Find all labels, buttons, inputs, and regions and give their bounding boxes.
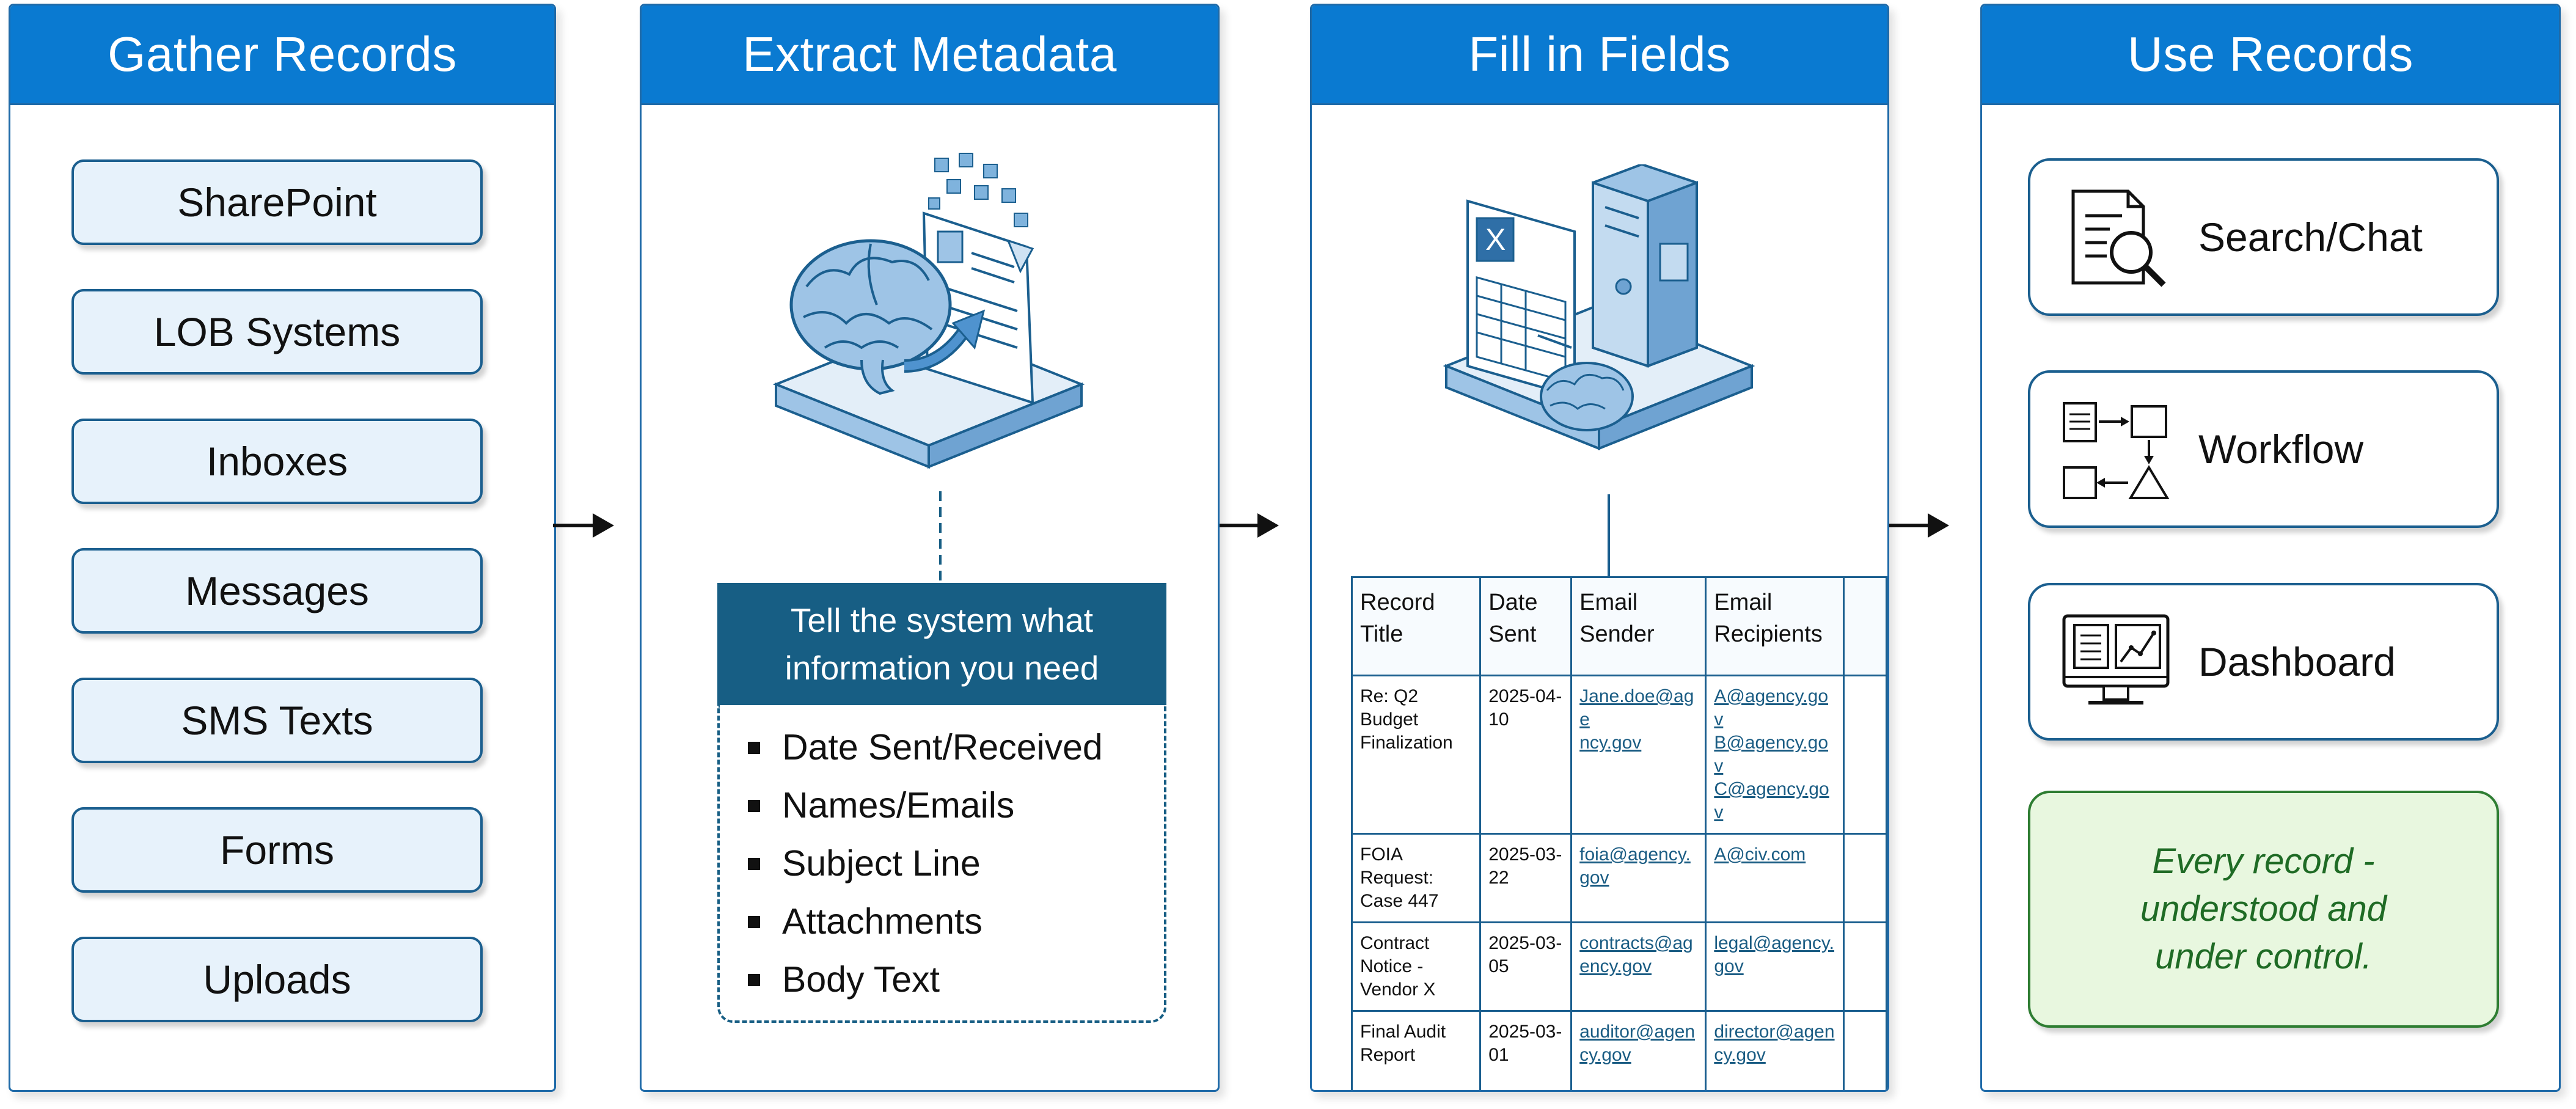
instruction-line-1: Tell the system what bbox=[790, 601, 1094, 639]
gather-records-panel: Gather Records SharePoint LOB Systems In… bbox=[9, 4, 556, 1092]
list-item: Body Text bbox=[748, 951, 1164, 1009]
use-records-panel: Use Records Search/Chat Workflow bbox=[1980, 4, 2561, 1092]
source-lob-systems[interactable]: LOB Systems bbox=[71, 289, 483, 375]
bullet-icon bbox=[748, 799, 760, 812]
cell-empty bbox=[1843, 1010, 1887, 1090]
list-item: Date Sent/Received bbox=[748, 719, 1164, 777]
bullet-icon bbox=[748, 857, 760, 870]
dashboard-icon bbox=[2062, 614, 2170, 705]
cell-empty bbox=[1843, 833, 1887, 923]
spreadsheet-server-illustration: X bbox=[1443, 164, 1755, 450]
search-document-icon bbox=[2071, 189, 2166, 287]
field-names: Names/Emails bbox=[782, 785, 1015, 825]
panel-title: Fill in Fields bbox=[1312, 5, 1887, 105]
bullet-icon bbox=[748, 973, 760, 986]
bullet-icon bbox=[748, 741, 760, 754]
flow-arrow bbox=[1218, 513, 1279, 538]
list-item: Names/Emails bbox=[748, 777, 1164, 835]
instruction-box: Tell the system what information you need bbox=[717, 583, 1166, 705]
search-chat-button[interactable]: Search/Chat bbox=[2028, 158, 2499, 316]
cell-empty bbox=[1843, 921, 1887, 1012]
field-body: Body Text bbox=[782, 959, 940, 1000]
workflow-button[interactable]: Workflow bbox=[2028, 370, 2499, 528]
list-item: Subject Line bbox=[748, 835, 1164, 893]
panel-title: Use Records bbox=[1982, 5, 2559, 105]
search-chat-label: Search/Chat bbox=[2198, 214, 2423, 260]
field-subject: Subject Line bbox=[782, 843, 981, 884]
cell-empty bbox=[1843, 675, 1887, 835]
extract-metadata-panel: Extract Metadata bbox=[640, 4, 1220, 1092]
dashboard-button[interactable]: Dashboard bbox=[2028, 583, 2499, 741]
flow-arrow bbox=[553, 513, 614, 538]
summary-line: Every record - bbox=[2152, 841, 2375, 881]
workflow-label: Workflow bbox=[2198, 426, 2364, 472]
summary-line: understood and bbox=[2140, 889, 2387, 929]
svg-text:X: X bbox=[1485, 222, 1506, 257]
workflow-icon bbox=[2063, 402, 2170, 499]
summary-line: under control. bbox=[2155, 937, 2372, 976]
summary-callout: Every record - understood and under contro… bbox=[2028, 791, 2499, 1028]
list-item: Attachments bbox=[748, 893, 1164, 951]
cell-recipients[interactable]: A@civ.com bbox=[1705, 833, 1845, 923]
cell-date: 2025-03-01 bbox=[1479, 1010, 1573, 1090]
column-header-empty bbox=[1843, 576, 1887, 676]
panel-title: Gather Records bbox=[10, 5, 554, 105]
field-date: Date Sent/Received bbox=[782, 727, 1103, 767]
panel-title: Extract Metadata bbox=[642, 5, 1218, 105]
fill-in-fields-panel: Fill in Fields X bbox=[1310, 4, 1889, 1092]
flow-arrow bbox=[1888, 513, 1949, 538]
brain-document-illustration bbox=[772, 153, 1085, 469]
source-sharepoint[interactable]: SharePoint bbox=[71, 159, 483, 245]
cell-recipients[interactable]: legal@agency.gov bbox=[1705, 921, 1845, 1012]
source-messages[interactable]: Messages bbox=[71, 548, 483, 634]
instruction-line-2: information you need bbox=[785, 649, 1099, 687]
cell-date: 2025-03-05 bbox=[1479, 921, 1573, 1012]
bullet-icon bbox=[748, 915, 760, 928]
cell-sender[interactable]: foia@agency.gov bbox=[1570, 833, 1707, 923]
source-forms[interactable]: Forms bbox=[71, 807, 483, 893]
dashboard-label: Dashboard bbox=[2198, 639, 2396, 684]
source-uploads[interactable]: Uploads bbox=[71, 937, 483, 1022]
source-sms-texts[interactable]: SMS Texts bbox=[71, 678, 483, 763]
field-attachments: Attachments bbox=[782, 901, 982, 942]
source-inboxes[interactable]: Inboxes bbox=[71, 419, 483, 504]
cell-date: 2025-04-10 bbox=[1479, 675, 1573, 835]
connector-line bbox=[1608, 494, 1610, 577]
metadata-field-list: Date Sent/Received Names/Emails Subject … bbox=[717, 705, 1166, 1023]
connector-line bbox=[939, 491, 942, 583]
cell-date: 2025-03-22 bbox=[1479, 833, 1573, 923]
